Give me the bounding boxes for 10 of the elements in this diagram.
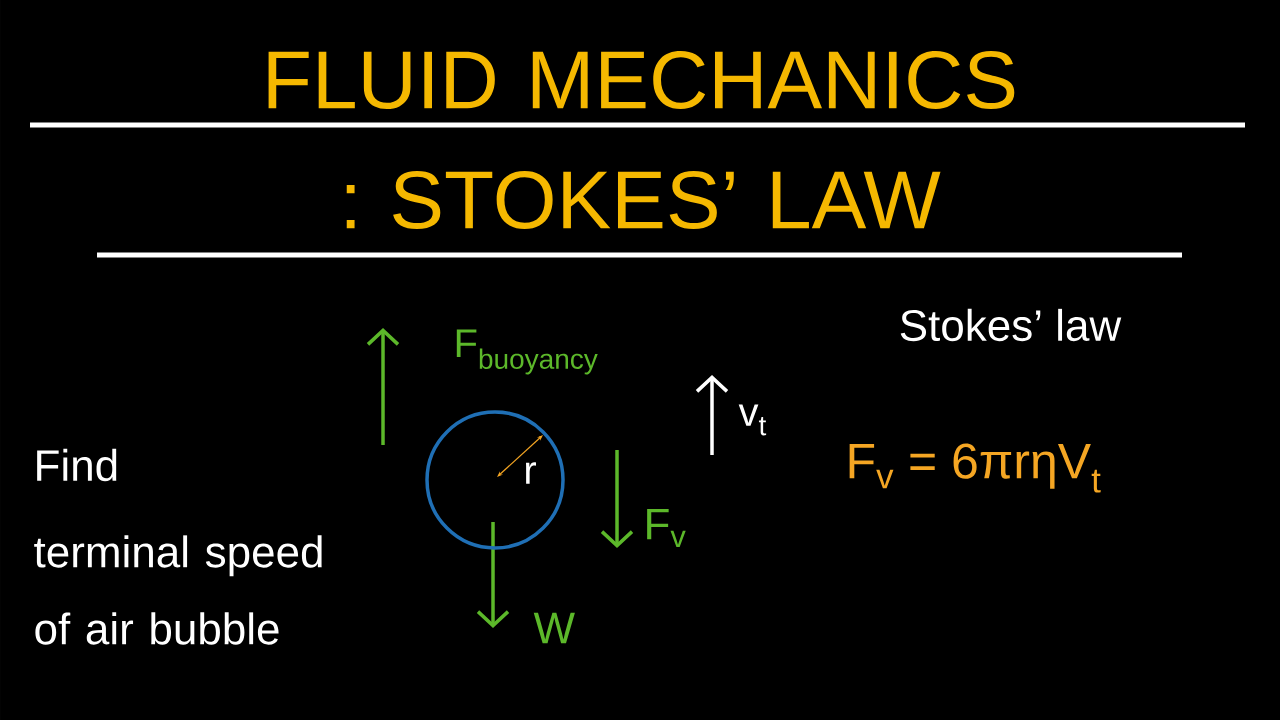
radius-label: r <box>526 462 536 484</box>
force-label: F$_{v}$ <box>647 509 686 547</box>
label-text: Stokes’ law <box>900 308 1122 342</box>
note-text: terminal speed of air bubble <box>34 535 322 645</box>
formula-text: F$_{v}$ = 6πrηV$_{t}$ <box>849 443 1101 493</box>
force-label: F$_{buoyancy}$ <box>456 329 598 375</box>
force-label: W <box>533 612 575 644</box>
velocity-label: v$_{t}$ <box>738 404 767 436</box>
title: FLUID MECHANICS : STOKES’ LAW <box>268 51 1015 229</box>
note-text: Find <box>37 448 117 482</box>
